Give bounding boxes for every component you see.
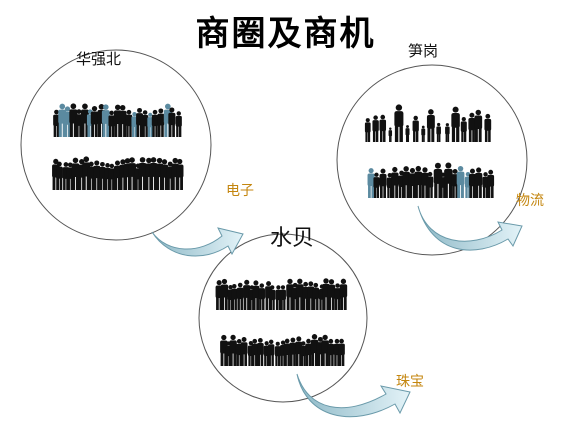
area-circle-sungang <box>336 64 528 256</box>
business-label-electronics: 电子 <box>226 183 254 199</box>
area-label-shuibei: 水贝 <box>270 226 315 251</box>
crowd-silhouette-huaqiangbei-top <box>53 103 182 137</box>
arrow-shuibei-to-business <box>296 373 411 418</box>
arrow-sungang-to-business <box>417 205 523 251</box>
crowd-silhouette-sungang-family <box>364 104 492 142</box>
diagram-title: 商圈及商机 <box>195 14 376 54</box>
business-label-jewelry: 珠宝 <box>396 374 424 390</box>
crowd-silhouette-huaqiangbei-bottom <box>52 156 184 190</box>
crowd-silhouette-shuibei-top <box>215 278 348 310</box>
area-circle-huaqiangbei <box>20 49 212 241</box>
business-label-logistics: 物流 <box>516 193 544 209</box>
area-label-sungang: 笋岗 <box>408 42 439 60</box>
arrow-huaqiangbei-to-business <box>151 227 244 257</box>
area-label-huaqiangbei: 华强北 <box>76 50 122 68</box>
crowd-silhouette-sungang-dancers <box>367 162 495 198</box>
crowd-silhouette-shuibei-bottom <box>220 334 345 366</box>
area-circle-shuibei <box>198 233 368 403</box>
